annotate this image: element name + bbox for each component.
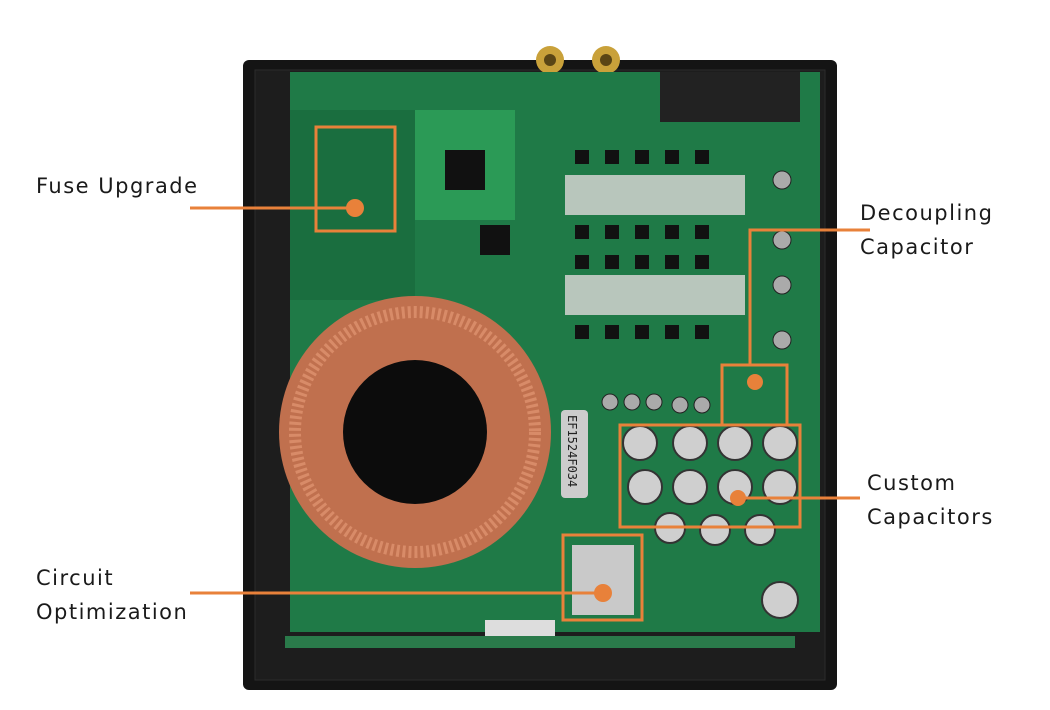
- label-line: Circuit: [36, 566, 115, 590]
- callout-circuit: [190, 533, 644, 622]
- dac-chip: [445, 150, 485, 190]
- callout-decoupling-dot: [747, 374, 763, 390]
- board-label-sticker: [561, 410, 588, 498]
- ribbon-connector: [485, 620, 555, 640]
- callout-custom: [618, 423, 860, 529]
- label-line: Optimization: [36, 600, 189, 624]
- callout-label-circuit: Circuit Optimization: [36, 561, 188, 629]
- heatsink: [572, 545, 634, 615]
- xlr-connectors: [660, 72, 800, 122]
- callout-circuit-dot: [594, 584, 612, 602]
- callout-custom-dot: [730, 490, 746, 506]
- label-line: Capacitors: [867, 505, 994, 529]
- callout-label-decoupling: Decoupling Capacitor: [860, 196, 993, 264]
- label-line: Fuse Upgrade: [36, 174, 199, 198]
- board-label: EF1524F034: [565, 415, 579, 487]
- chips: [480, 150, 709, 339]
- toroidal-transformer: [279, 296, 551, 568]
- callout-fuse-dot: [346, 199, 364, 217]
- capacitor-bank: [622, 425, 799, 619]
- label-line: Custom: [867, 471, 957, 495]
- resistor-arrays: [565, 175, 745, 315]
- callout-fuse: [190, 125, 397, 233]
- front-panel-pcb: [285, 636, 795, 648]
- callout-label-custom: Custom Capacitors: [867, 466, 994, 534]
- label-line: Capacitor: [860, 235, 975, 259]
- callout-label-fuse: Fuse Upgrade: [36, 169, 199, 203]
- label-line: Decoupling: [860, 201, 994, 225]
- small-capacitors: [601, 170, 792, 414]
